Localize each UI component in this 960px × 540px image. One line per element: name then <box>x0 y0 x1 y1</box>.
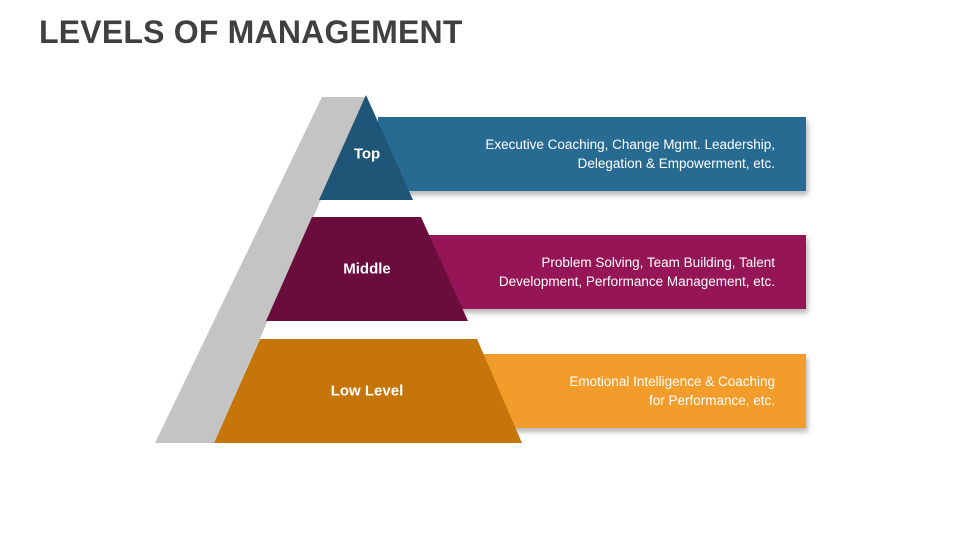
top-level-description-line-1: Executive Coaching, Change Mgmt. Leaders… <box>485 137 775 152</box>
pyramid-tier-middle <box>266 217 468 321</box>
top-level-banner: Executive Coaching, Change Mgmt. Leaders… <box>378 117 806 191</box>
middle-tier-label: Middle <box>343 260 391 278</box>
middle-level-description-line-1: Problem Solving, Team Building, Talent <box>541 255 775 270</box>
low-level-description: Emotional Intelligence & Coaching for Pe… <box>569 372 775 410</box>
pyramid-side-panel <box>155 97 366 443</box>
page-title: LEVELS OF MANAGEMENT <box>39 14 463 50</box>
low-level-description-line-1: Emotional Intelligence & Coaching <box>569 374 775 389</box>
pyramid-tier-top <box>319 95 413 200</box>
middle-level-description-line-2: Development, Performance Management, etc… <box>498 274 775 289</box>
low-level-description-line-2: for Performance, etc. <box>648 393 775 408</box>
top-tier-label: Top <box>353 145 381 163</box>
middle-level-description: Problem Solving, Team Building, Talent D… <box>499 253 775 291</box>
low-tier-label: Low Level <box>330 382 404 400</box>
top-level-description: Executive Coaching, Change Mgmt. Leaders… <box>485 135 775 173</box>
pyramid-tier-low <box>214 339 522 443</box>
top-level-description-line-2: Delegation & Empowerment, etc. <box>577 156 775 171</box>
